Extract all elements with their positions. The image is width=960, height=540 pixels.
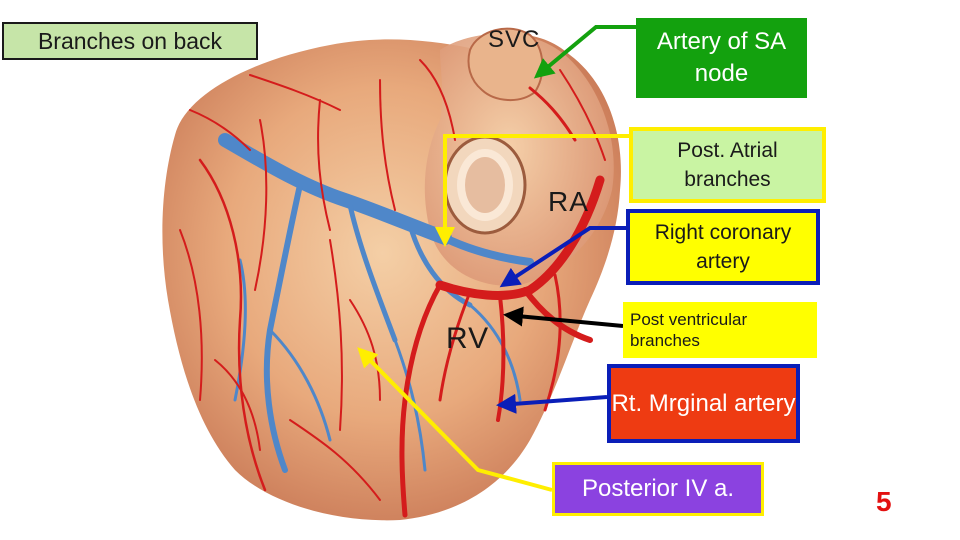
posterior-iv-callout: Posterior IV a. — [552, 462, 764, 516]
post-ventricular-callout: Post ventricular branches — [623, 302, 817, 358]
post-atrial-arrow — [435, 134, 632, 247]
post-ventricular-arrow — [503, 306, 624, 328]
page-number: 5 — [876, 486, 892, 517]
sa-node-arrow — [533, 25, 636, 79]
ra-label: RA — [548, 186, 589, 217]
sa-node-callout: Artery of SA node — [636, 18, 807, 98]
coronary-arteries — [179, 59, 606, 518]
right-coronary-callout: Right coronary artery — [626, 209, 820, 285]
callout-arrows — [357, 25, 636, 492]
rv-label: RV — [446, 322, 490, 355]
right-coronary-arrow — [499, 226, 626, 288]
svc-label: SVC — [488, 26, 541, 53]
posterior-iv-arrow — [357, 347, 553, 492]
marginal-arrow — [496, 393, 608, 414]
post-atrial-callout: Post. Atrial branches — [629, 127, 826, 203]
right-marginal-callout: Rt. Mrginal artery — [607, 364, 800, 443]
slide-title: Branches on back — [2, 22, 258, 60]
